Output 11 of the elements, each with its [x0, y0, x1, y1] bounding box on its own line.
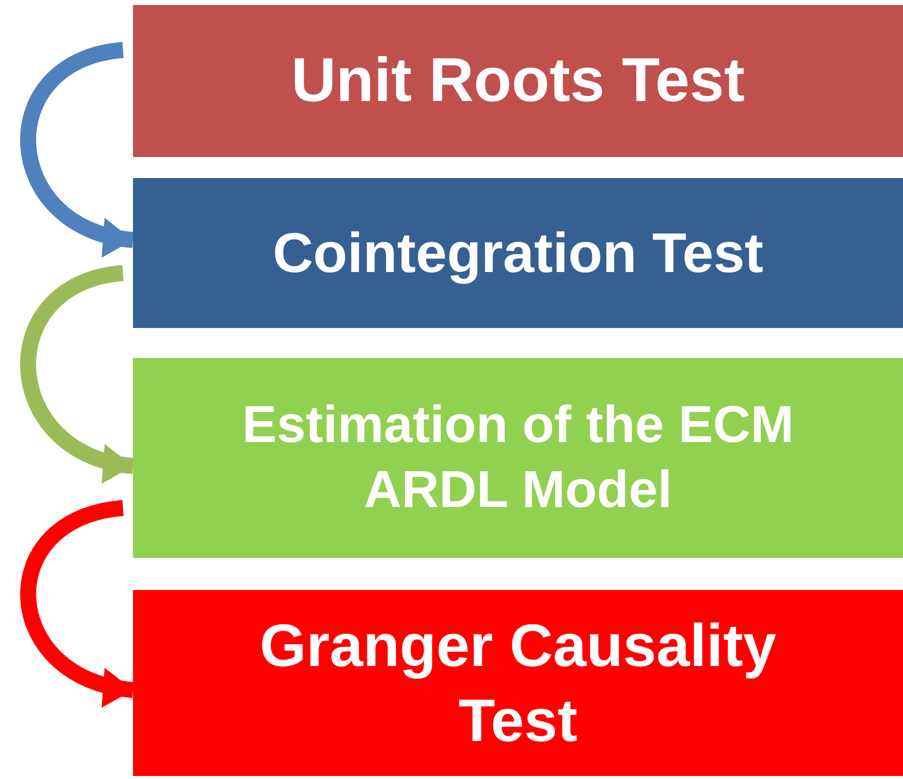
step-label: Cointegration Test [272, 220, 764, 286]
step-box [133, 590, 903, 776]
step-box [133, 5, 903, 157]
curved-arrow [20, 500, 134, 704]
step-label: Granger Causality Test [258, 611, 778, 756]
step-box [133, 358, 903, 558]
step-label: Estimation of the ECM ARDL Model [241, 395, 795, 521]
curved-arrow [20, 265, 134, 480]
step-label: Unit Roots Test [291, 45, 745, 118]
step-box [133, 178, 903, 328]
curved-arrow [20, 42, 134, 254]
